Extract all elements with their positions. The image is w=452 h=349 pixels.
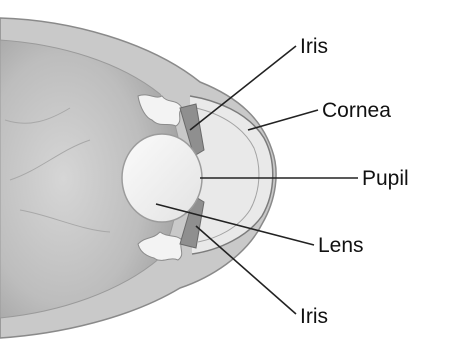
label-pupil: Pupil — [362, 168, 409, 189]
label-cornea: Cornea — [322, 100, 391, 121]
leader-line-cornea — [248, 110, 318, 130]
lens-shape — [122, 134, 202, 222]
label-lens: Lens — [318, 235, 364, 256]
label-iris-top: Iris — [300, 36, 328, 57]
label-iris-bottom: Iris — [300, 306, 328, 327]
